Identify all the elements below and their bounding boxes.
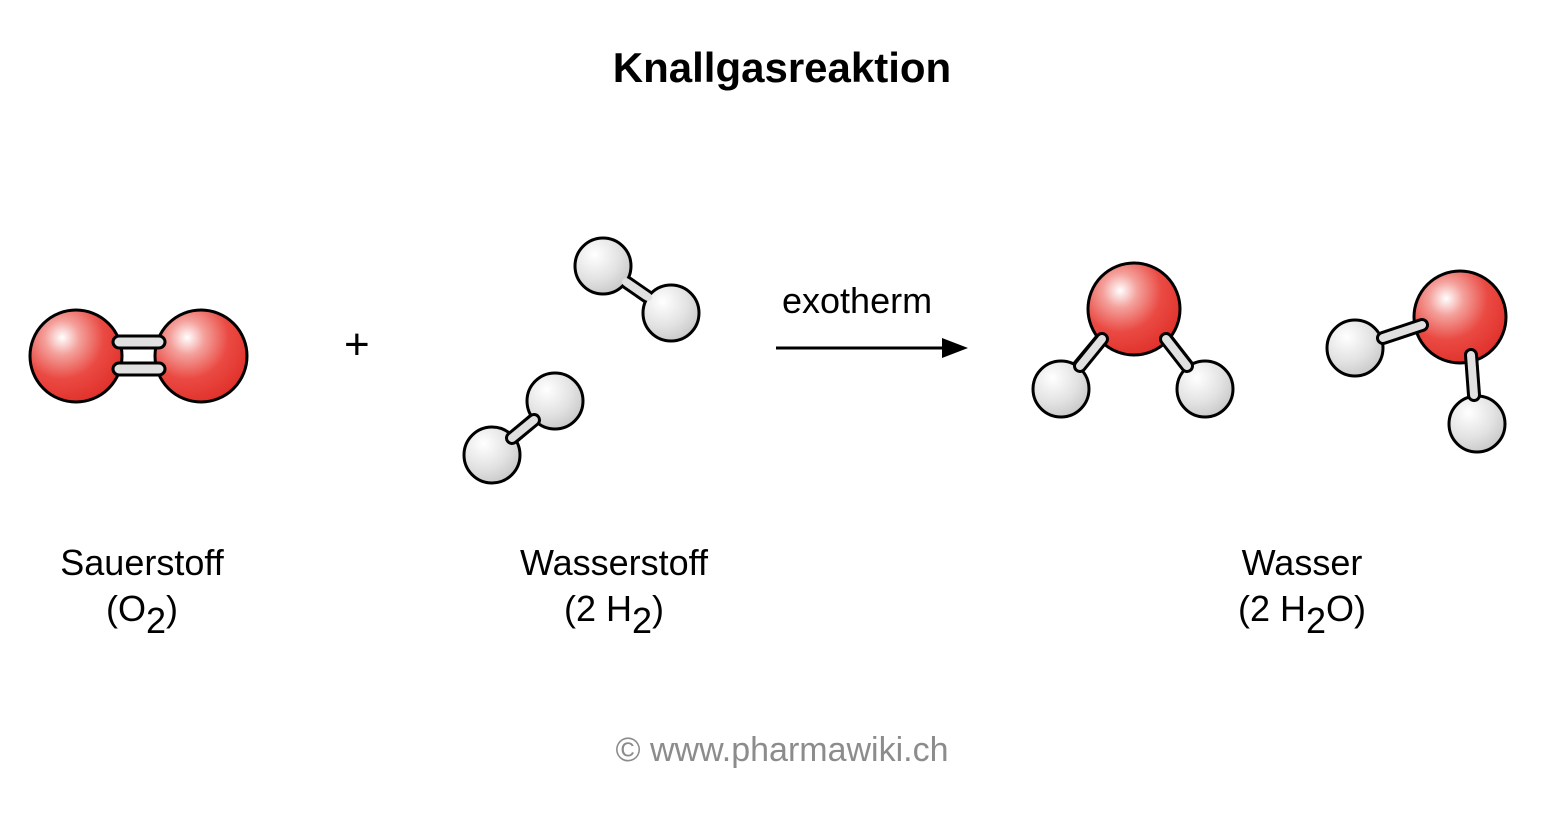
reaction-arrow <box>776 338 968 358</box>
product-label-water: Wasser (2 H2O) <box>1182 540 1422 641</box>
hydrogen-molecule-1 <box>573 236 701 343</box>
reactant-label-hydrogen: Wasserstoff (2 H2) <box>484 540 744 641</box>
water-molecule-1 <box>1031 261 1235 419</box>
reactant-name: Wasserstoff <box>519 542 709 583</box>
arrow-label: exotherm <box>782 280 933 321</box>
hydrogen-molecule-2 <box>462 371 585 485</box>
product-name: Wasser <box>1241 542 1363 583</box>
product-formula: (2 H2O) <box>1237 588 1367 641</box>
reactant-formula: (2 H2) <box>563 588 665 641</box>
plus-sign: + <box>344 320 370 369</box>
oxygen-double-bond <box>111 334 167 377</box>
copyright-footer: © www.pharmawiki.ch <box>615 731 949 769</box>
reactant-name: Sauerstoff <box>60 542 224 583</box>
reactant-label-oxygen: Sauerstoff (O2) <box>22 540 262 641</box>
oxygen-molecule <box>28 308 249 404</box>
reactant-formula: (O2) <box>105 588 179 641</box>
water-molecule-2 <box>1325 269 1508 454</box>
diagram-title: Knallgasreaktion <box>612 44 952 91</box>
